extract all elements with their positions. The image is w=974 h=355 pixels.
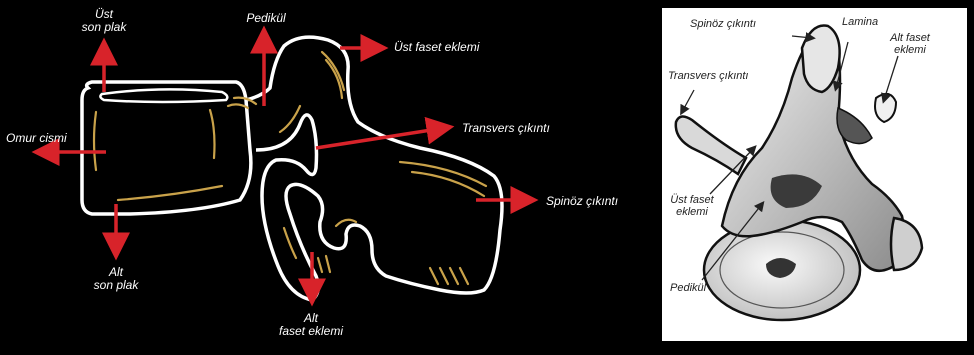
rlabel-ust-faset: Üst faset eklemi	[664, 194, 720, 218]
rlabel-lamina: Lamina	[842, 16, 878, 28]
transverse-process-illustration	[676, 116, 746, 174]
label-arrows	[42, 36, 528, 296]
rlabel-pedikul: Pedikül	[670, 282, 706, 294]
label-ust-son-plak: Üst son plak	[74, 8, 134, 34]
label-spinoz-cikinti: Spinöz çıkıntı	[546, 195, 618, 208]
rlabel-alt-faset: Alt faset eklemi	[880, 32, 940, 56]
lateral-vertebra-drawing	[0, 0, 660, 355]
superior-endplate-rim	[100, 89, 227, 102]
pointer-transvers	[682, 90, 694, 112]
label-ust-son-plak-line2: son plak	[74, 21, 134, 34]
rlabel-ust-faset-line1: Üst faset	[664, 194, 720, 206]
right-process-illustration	[891, 218, 922, 270]
inferior-facet-illustration	[875, 94, 896, 122]
arrow-transvers	[316, 128, 444, 148]
rlabel-transvers: Transvers çıkıntı	[668, 70, 748, 82]
label-pedikul: Pedikül	[236, 12, 296, 25]
label-alt-faset-line2: faset eklemi	[266, 325, 356, 338]
rlabel-alt-faset-line2: eklemi	[880, 44, 940, 56]
pointer-alt-faset	[884, 56, 898, 100]
label-omur-cismi: Omur cismi	[6, 132, 67, 145]
rlabel-spinoz: Spinöz çıkıntı	[690, 18, 756, 30]
label-transvers-cikinti: Transvers çıkıntı	[462, 122, 550, 135]
vertebra-illustration	[662, 8, 967, 341]
label-alt-faset-eklemi: Alt faset eklemi	[266, 312, 356, 338]
label-ust-faset-eklemi: Üst faset eklemi	[394, 41, 479, 54]
vertebra-illustration-panel: Spinöz çıkıntı Lamina Alt faset eklemi T…	[662, 8, 967, 341]
rlabel-ust-faset-line2: eklemi	[664, 206, 720, 218]
rlabel-alt-faset-line1: Alt faset	[880, 32, 940, 44]
label-alt-son-plak-line2: son plak	[86, 279, 146, 292]
label-alt-son-plak: Alt son plak	[86, 266, 146, 292]
bone-texture-strokes	[94, 52, 486, 284]
posterior-elements-outline	[246, 37, 502, 300]
